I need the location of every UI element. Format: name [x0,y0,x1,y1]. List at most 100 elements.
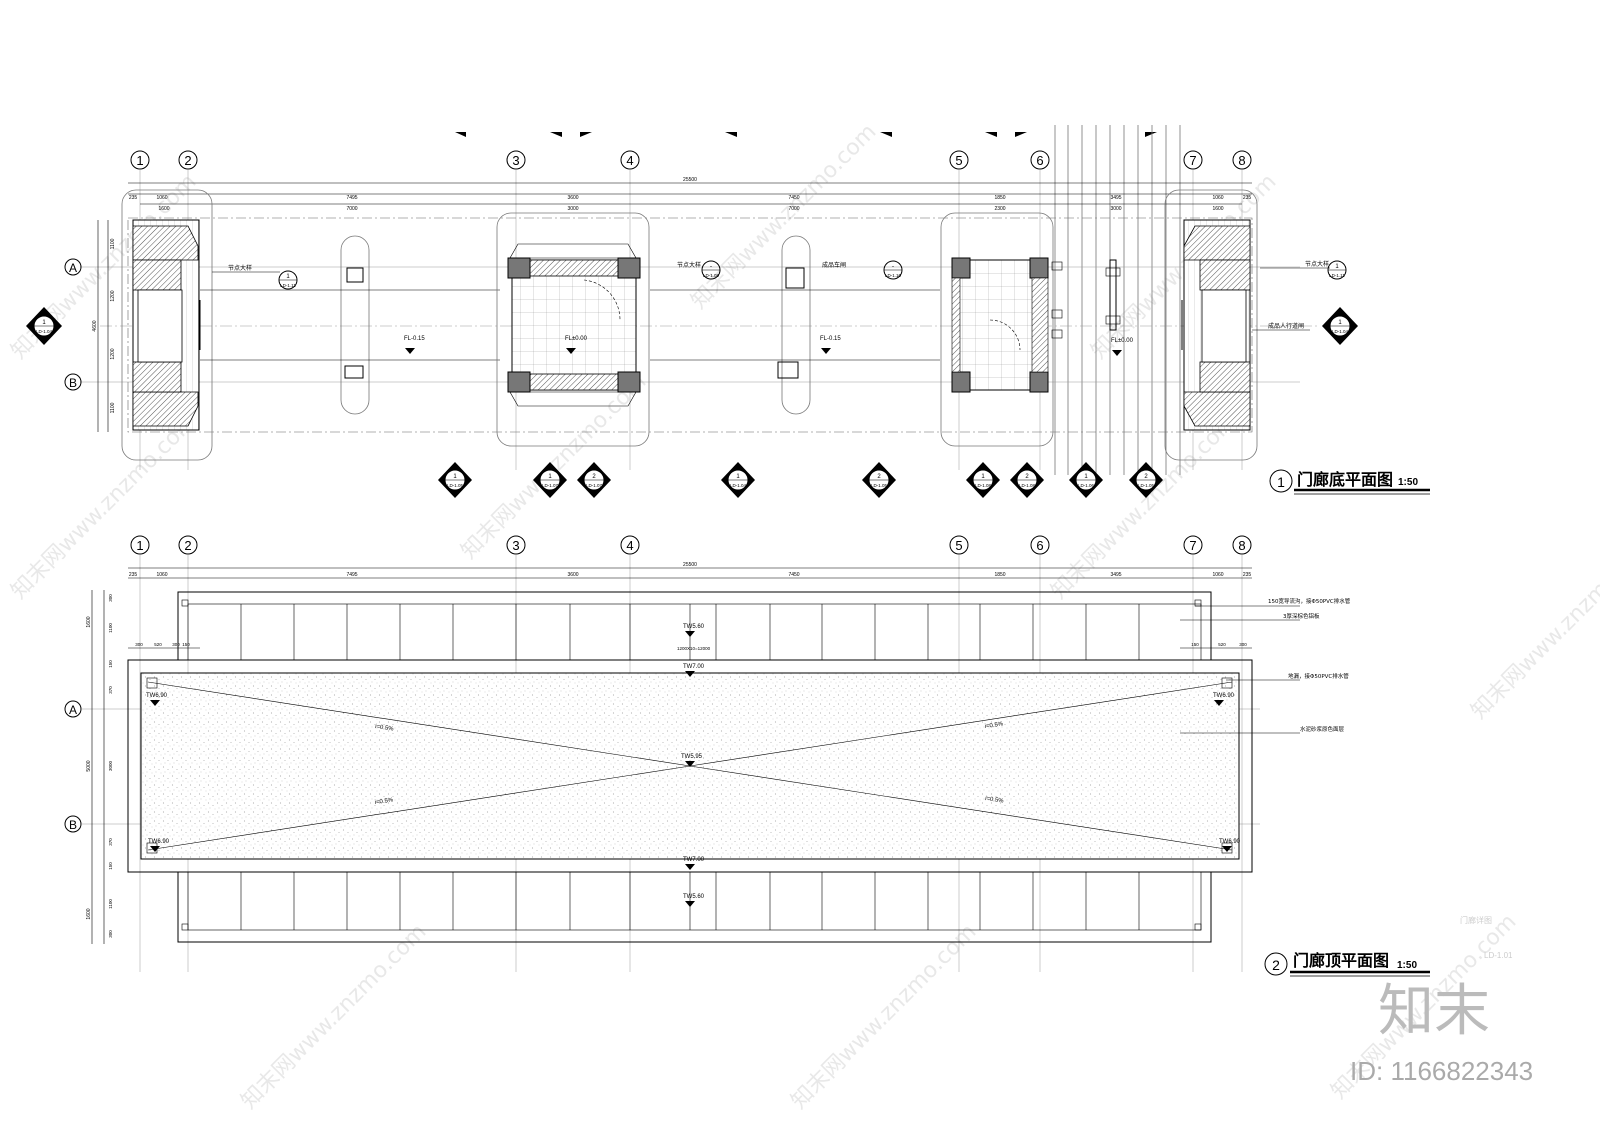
axis-bubble: 5 [949,535,969,555]
axis-bubble: 7 [1183,150,1203,170]
svg-text:TW5.60: TW5.60 [683,894,705,900]
svg-text:2: 2 [1144,474,1148,480]
svg-text:25500: 25500 [683,177,697,183]
svg-text:1600: 1600 [86,616,92,627]
svg-text:3000: 3000 [1110,206,1121,212]
svg-text:FL-0.15: FL-0.15 [404,336,425,342]
watermark: 知末网www.znzmo.com [7,409,202,604]
svg-text:TW5.95: TW5.95 [681,754,703,760]
svg-text:1: 1 [136,153,143,168]
svg-text:TW6.90: TW6.90 [146,693,168,699]
section-callout: 2LD-1.05 [1129,462,1163,498]
faint-code: LD-1.01 [1484,951,1513,960]
axis-bubble: 3 [506,535,526,555]
svg-text:1: 1 [42,320,46,326]
svg-text:1850: 1850 [994,195,1005,201]
svg-text:370: 370 [108,686,113,694]
svg-text:B: B [69,376,77,390]
svg-text:1: 1 [1084,474,1088,480]
svg-text:1: 1 [286,274,290,280]
canopy-outline [127,217,1253,433]
watermark: 知末网www.znzmo.com [237,919,432,1114]
svg-text:TW7.00: TW7.00 [683,857,705,863]
svg-text:6: 6 [1036,153,1043,168]
axis-bubble: 6 [1030,535,1050,555]
svg-text:2300: 2300 [994,206,1005,212]
svg-text:8: 8 [1238,538,1245,553]
brand-logo: 知末 [1378,979,1490,1044]
svg-text:TW5.60: TW5.60 [683,624,705,630]
svg-text:1200: 1200 [110,290,116,301]
label-car-gate: 成品车闸 [822,261,846,269]
section-callout: 1LD-1.08 [966,462,1000,498]
svg-text:3000: 3000 [108,760,113,771]
svg-text:2: 2 [1025,474,1029,480]
label-node-detail: 节点大样 [1305,260,1329,268]
pedestrian-gate [1105,259,1121,331]
material-annotations: 150宽导流沟，接Φ50PVC排水管 3厚深棕色铝板 地漏，接Φ50PVC排水管… [1180,597,1351,734]
svg-text:150: 150 [108,862,113,870]
svg-text:300: 300 [108,930,113,938]
watermark: 知末网www.znzmo.com [687,119,882,314]
annotation: 3厚深棕色铝板 [1283,612,1320,620]
svg-text:i=0.5%: i=0.5% [374,797,394,806]
svg-text:LD-1.09: LD-1.09 [703,273,720,278]
svg-text:150: 150 [1191,642,1199,647]
svg-text:5: 5 [955,538,962,553]
dimensions-top-plan1: 25500 235 1060 7495 3600 7450 1850 3495 … [128,177,1252,212]
svg-text:3600: 3600 [567,195,578,201]
svg-text:300: 300 [1239,642,1247,647]
slope-labels: i=0.5% i=0.5% i=0.5% i=0.5% [374,721,1004,806]
svg-text:-: - [710,264,712,270]
svg-text:235: 235 [129,195,138,201]
svg-text:4600: 4600 [92,320,98,331]
svg-text:1100: 1100 [108,899,113,909]
svg-text:5: 5 [955,153,962,168]
svg-text:7000: 7000 [788,206,799,212]
dimensions-left-plan1: 4600 1100 1200 1200 1100 [92,220,116,432]
svg-text:300: 300 [172,642,180,647]
row-bubble: A [64,258,82,276]
label-node-detail: 节点大样 [677,261,701,269]
svg-text:1: 1 [548,474,552,480]
annotation: 150宽导流沟，接Φ50PVC排水管 [1268,597,1351,605]
pillar-left [121,189,213,461]
svg-text:1600: 1600 [86,908,92,919]
pillar-right [1164,189,1258,461]
section-callouts-bottom: 1LD-1.05 1LD-1.07 2LD-1.07 1LD-1.04 2LD-… [438,462,1163,498]
svg-text:7450: 7450 [788,195,799,201]
svg-text:300: 300 [135,642,143,647]
row-bubble: B [64,815,82,833]
plan-number: 2 [1272,957,1280,973]
plan-title: 门廊底平面图 [1297,470,1393,489]
brand-stamp: 门廊详图 LD-1.01 知末 ID: 1166822343 [1350,915,1533,1086]
svg-text:1600: 1600 [1212,206,1223,212]
svg-text:i=0.5%: i=0.5% [985,796,1005,805]
svg-text:LD-1.04: LD-1.04 [730,483,747,488]
aluminum-panel-bottom [177,871,1212,943]
svg-text:TW6.90: TW6.90 [1213,693,1235,699]
svg-text:3495: 3495 [1110,195,1121,201]
axis-bubble: 2 [178,535,198,555]
axis-bubble: 7 [1183,535,1203,555]
svg-text:7: 7 [1189,538,1196,553]
dimensions-left-plan2: 1600 5000 1600 300 1100 150 370 3000 370… [86,590,113,944]
axis-bubble: 2 [178,150,198,170]
elevation-markers: TW5.60 1200X10=12000 TW7.00 TW5.95 TW7.0… [146,624,1241,907]
svg-text:TW6.90: TW6.90 [148,839,170,845]
section-callout: 2LD-1.05 [862,462,896,498]
svg-text:i=0.5%: i=0.5% [984,721,1004,730]
axis-bubbles-plan2: 1 2 3 4 5 6 7 8 A B [64,535,1252,833]
svg-text:1100: 1100 [108,623,113,633]
section-callout: 1LD-1.04 [721,462,755,498]
svg-text:300: 300 [108,594,113,602]
label-ped-gate: 成品人行道闸 [1268,322,1304,330]
svg-text:7450: 7450 [788,572,799,578]
svg-text:370: 370 [108,838,113,846]
svg-text:A: A [69,703,77,717]
svg-text:1060: 1060 [156,195,167,201]
svg-text:FL-0.15: FL-0.15 [820,336,841,342]
section-callout: 2LD-1.08 [1010,462,1044,498]
svg-text:LD-1.04: LD-1.04 [36,329,53,334]
